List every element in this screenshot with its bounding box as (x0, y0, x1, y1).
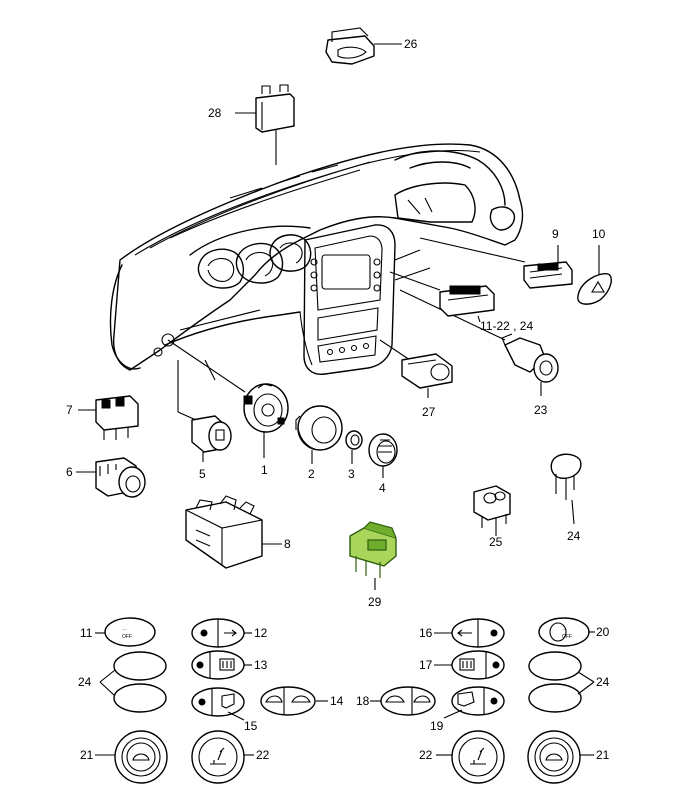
label-11-22-24: 11-22 , 24 (480, 319, 533, 333)
switch-cover-20: … OFF 20 (538, 617, 610, 647)
part-10: 10 (577, 227, 612, 305)
label-10: 10 (592, 227, 606, 241)
switch-cover-11: … OFF 11 (80, 617, 156, 647)
label-far-24: 24 (596, 675, 610, 689)
label-left-21: 21 (80, 748, 94, 762)
label-2: 2 (308, 467, 315, 481)
label-24-top: 24 (567, 529, 581, 543)
svg-text:…: … (562, 626, 567, 632)
knob-21-right: 21 (527, 730, 610, 784)
label-5: 5 (199, 467, 206, 481)
part-8: 8 (185, 495, 291, 569)
knob-22-right: 22 (419, 730, 505, 784)
part-9: 9 (523, 227, 573, 289)
blank-cover-24-left: 24 (78, 651, 167, 713)
label-23: 23 (534, 403, 548, 417)
part-26: 26 (325, 27, 418, 65)
label-1: 1 (261, 463, 268, 477)
part-6: 6 (66, 457, 146, 498)
label-right-19: 19 (430, 719, 444, 733)
switch-12: 12 (191, 618, 268, 648)
label-right-17: 17 (419, 658, 433, 672)
label-left-11: 11 (80, 626, 93, 640)
label-9: 9 (552, 227, 559, 241)
label-mid-15: 15 (244, 719, 258, 733)
switch-19: 19 (430, 686, 505, 733)
label-mid-13: 13 (254, 658, 268, 672)
part-3: 3 (345, 430, 363, 481)
label-right-18: 18 (356, 694, 370, 708)
off-text-left: OFF (122, 634, 132, 640)
switch-17: 17 (419, 650, 505, 680)
part-2: 2 (295, 405, 343, 481)
dashboard-assembly (109, 143, 524, 375)
switch-13: 13 (191, 650, 268, 680)
label-6: 6 (66, 465, 73, 479)
knob-21-left: 21 (80, 730, 168, 784)
switch-16: 16 (419, 618, 505, 648)
part-29-highlighted: 29 (349, 521, 397, 609)
label-right-22: 22 (419, 748, 433, 762)
part-23: 23 (501, 333, 559, 417)
label-28: 28 (208, 106, 222, 120)
part-24-top: 24 (550, 453, 582, 543)
label-mid-12: 12 (254, 626, 268, 640)
svg-text:…: … (122, 626, 127, 632)
label-right-16: 16 (419, 626, 433, 640)
label-left-24: 24 (78, 675, 92, 689)
label-26: 26 (404, 37, 418, 51)
blank-cover-24-right: 24 (528, 651, 610, 713)
knob-22-mid: 22 (191, 730, 270, 784)
switch-15: 15 (191, 687, 258, 733)
part-25: 25 (473, 485, 511, 549)
label-27: 27 (422, 405, 436, 419)
label-25: 25 (489, 535, 503, 549)
part-4: 4 (368, 433, 398, 495)
label-far-20: 20 (596, 625, 610, 639)
part-5: 5 (191, 415, 232, 481)
off-text-right: OFF (562, 634, 572, 640)
switch-18: 18 (356, 686, 436, 716)
label-3: 3 (348, 467, 355, 481)
part-11-22-24: 11-22 , 24 (439, 285, 533, 333)
label-mid-22: 22 (256, 748, 270, 762)
label-8: 8 (284, 537, 291, 551)
label-mid-14: 14 (330, 694, 344, 708)
part-1: 1 (243, 383, 289, 477)
part-27: 27 (401, 353, 453, 419)
label-far-21: 21 (596, 748, 610, 762)
label-7: 7 (66, 403, 73, 417)
label-4: 4 (379, 481, 386, 495)
part-7: 7 (66, 395, 139, 440)
switch-14: 14 (260, 686, 344, 716)
leader-lines (167, 128, 526, 421)
label-29: 29 (368, 595, 382, 609)
part-28: 28 (208, 84, 295, 133)
